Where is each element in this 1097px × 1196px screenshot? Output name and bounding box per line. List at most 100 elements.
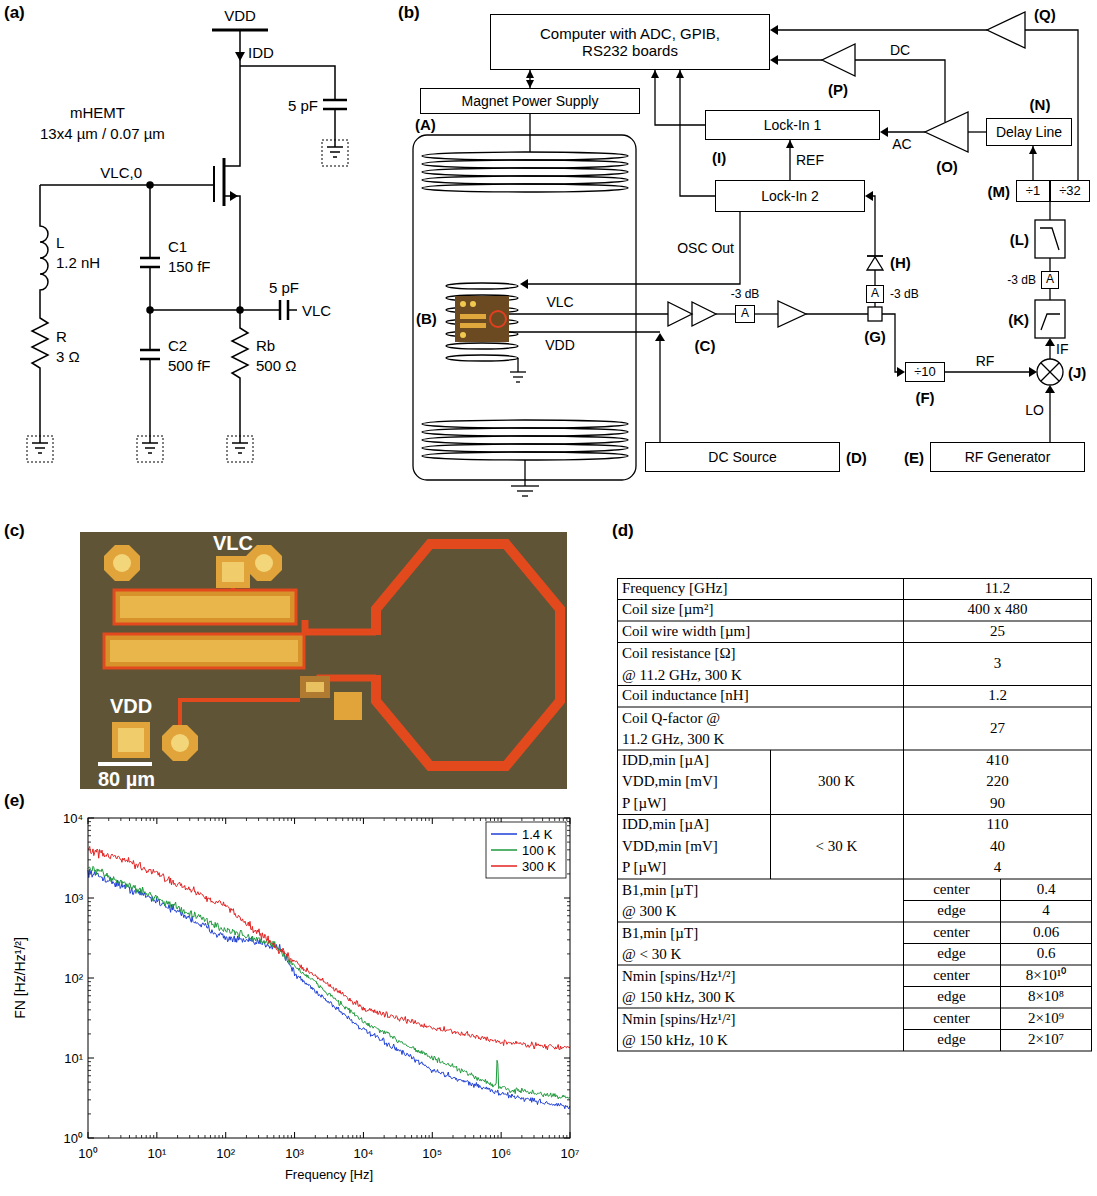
setup-wiring-part xyxy=(692,302,716,326)
table-grid-part xyxy=(617,599,1092,600)
table-cell: Coil inductance [nH] xyxy=(622,686,749,708)
setup-wiring-part xyxy=(513,376,523,377)
table-cell: Coil size [µm²] xyxy=(622,600,713,622)
setup-wiring-part xyxy=(490,311,506,327)
chip-micrograph-part xyxy=(162,725,198,761)
table-cell: 0.6 xyxy=(1037,944,1056,966)
table-cell: 8×10⁸ xyxy=(1028,987,1064,1009)
axis-label: 10³ xyxy=(64,891,83,906)
text-label: IDD xyxy=(248,44,274,61)
setup-wiring-part xyxy=(668,302,692,326)
setup-wiring-part xyxy=(1049,258,1050,271)
table-cell: 8×10¹⁰ xyxy=(1026,965,1066,987)
table-cell: 40 xyxy=(990,836,1005,858)
setup-wiring-part xyxy=(511,485,539,486)
setup-wiring-part xyxy=(897,367,905,377)
x-tick xyxy=(294,818,295,824)
setup-wiring-part xyxy=(422,420,628,428)
setup-wiring-part xyxy=(422,184,628,192)
setup-wiring-part xyxy=(655,333,665,341)
legend-sample-line xyxy=(491,849,517,851)
setup-wiring-part xyxy=(874,270,875,285)
circuit-schematic-part xyxy=(235,52,245,61)
chip-micrograph-part xyxy=(80,532,567,789)
callout-letter: (N) xyxy=(1030,96,1051,113)
table-grid-part xyxy=(903,1029,1092,1030)
table-grid xyxy=(617,578,1092,1051)
table-grid-part xyxy=(617,922,1092,923)
table-cell: P [µW] xyxy=(622,858,666,880)
x-tick xyxy=(363,1132,364,1138)
setup-wiring-part xyxy=(987,12,1025,48)
setup-wiring-part xyxy=(778,59,822,60)
table-cell: edge xyxy=(937,944,965,966)
text-label: RF xyxy=(976,353,995,369)
table-grid-part xyxy=(617,965,1092,966)
table-cell: 2×10⁹ xyxy=(1028,1008,1064,1030)
box-label: A xyxy=(741,307,749,321)
circuit-schematic-part xyxy=(147,307,153,313)
legend-text: 1.4 K xyxy=(522,827,552,842)
connector xyxy=(1032,146,1033,180)
table-grid-part xyxy=(617,707,1092,708)
setup-wiring-part xyxy=(867,257,883,270)
chip-micrograph-part xyxy=(120,596,290,618)
circuit-schematic-part xyxy=(224,30,240,166)
setup-wiring-part xyxy=(1049,346,1050,359)
callout-letter: (M) xyxy=(988,183,1011,200)
table-cell: center xyxy=(933,965,970,987)
setup-wiring-part xyxy=(520,279,528,289)
box-label: Lock-In 2 xyxy=(761,188,819,204)
setup-wiring xyxy=(413,12,1078,496)
x-tick xyxy=(501,1132,502,1138)
chip-micrograph-part xyxy=(216,556,250,588)
callout-letter: (I) xyxy=(712,149,726,166)
setup-wiring-part xyxy=(1025,30,1078,180)
table-grid-part xyxy=(617,621,1092,622)
circuit-schematic-part xyxy=(288,309,297,311)
table-grid-part xyxy=(903,943,1092,944)
setup-wiring-part xyxy=(1037,359,1063,385)
panel-letter: (a) xyxy=(4,3,25,23)
table-cell: 4 xyxy=(1042,901,1050,923)
text-label: mHEMT xyxy=(70,104,125,121)
table-cell: edge xyxy=(937,987,965,1009)
x-tick xyxy=(363,818,364,824)
axis-label: 10⁵ xyxy=(422,1146,442,1161)
setup-wiring-part xyxy=(509,313,668,314)
circuit-schematic-part xyxy=(32,185,48,443)
legend-text: 100 K xyxy=(522,843,556,858)
circuit-schematic-part xyxy=(140,257,160,260)
table-cell: 300 K xyxy=(818,772,855,794)
setup-wiring-part xyxy=(516,381,520,382)
chip-micrograph-part xyxy=(114,590,296,624)
text-label: -3 dB xyxy=(1007,273,1036,287)
text-label: LO xyxy=(1025,402,1044,418)
axis-label: 10¹ xyxy=(64,1051,83,1066)
text-label: VLC xyxy=(302,302,331,319)
setup-wiring-part xyxy=(1049,393,1050,442)
circuit-schematic-part xyxy=(150,309,280,311)
text-label: DC xyxy=(890,42,910,58)
setup-wiring-part xyxy=(422,176,628,184)
setup-wiring-part xyxy=(1041,314,1060,330)
circuit-schematic-part xyxy=(330,151,340,153)
axis-label: 10⁰ xyxy=(78,1144,97,1162)
table-cell: 1.2 xyxy=(988,686,1007,708)
setup-wiring-part xyxy=(509,331,660,332)
process-box: Magnet Power Supply xyxy=(420,88,640,114)
text-label: VDD xyxy=(545,337,575,353)
circuit-schematic-part xyxy=(235,447,245,449)
text-label: 500 Ω xyxy=(256,357,296,374)
table-cell: 110 xyxy=(987,815,1009,837)
text-label: 3 Ω xyxy=(56,348,80,365)
axis-label: 10⁴ xyxy=(63,811,83,826)
process-box: A xyxy=(866,285,884,303)
table-cell: < 30 K xyxy=(816,836,858,858)
setup-wiring-part xyxy=(1045,338,1055,346)
circuit-schematic-part xyxy=(238,452,242,454)
table-cell: 400 x 480 xyxy=(968,600,1028,622)
circuit-schematic-part xyxy=(333,156,337,158)
